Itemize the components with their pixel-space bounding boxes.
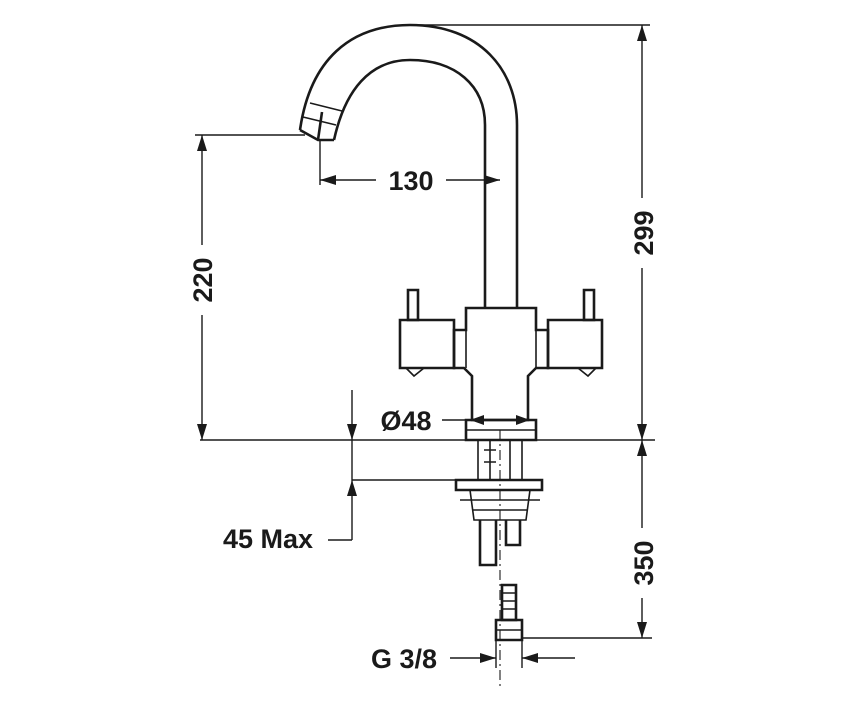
- total-height-label: 299: [629, 210, 659, 255]
- faucet-outline: [298, 23, 604, 642]
- dimension-deck-thickness: [328, 390, 460, 541]
- spout-height-label-bg: [184, 245, 220, 315]
- hose-length-label-bg: [626, 528, 660, 598]
- hose-length-label: 350: [629, 540, 659, 585]
- deck-thickness-label: 45 Max: [223, 524, 313, 554]
- dimension-connection-thread: [450, 640, 575, 668]
- total-height-label-bg: [626, 198, 660, 268]
- dimension-base-diameter: [442, 415, 530, 425]
- spout-height-label: 220: [188, 257, 218, 302]
- reach-label: 130: [388, 166, 433, 196]
- connection-thread-label: G 3/8: [371, 644, 437, 674]
- base-diameter-label: Ø48: [380, 406, 431, 436]
- reach-label-bg: [376, 163, 446, 193]
- dimension-total-height: [410, 24, 650, 440]
